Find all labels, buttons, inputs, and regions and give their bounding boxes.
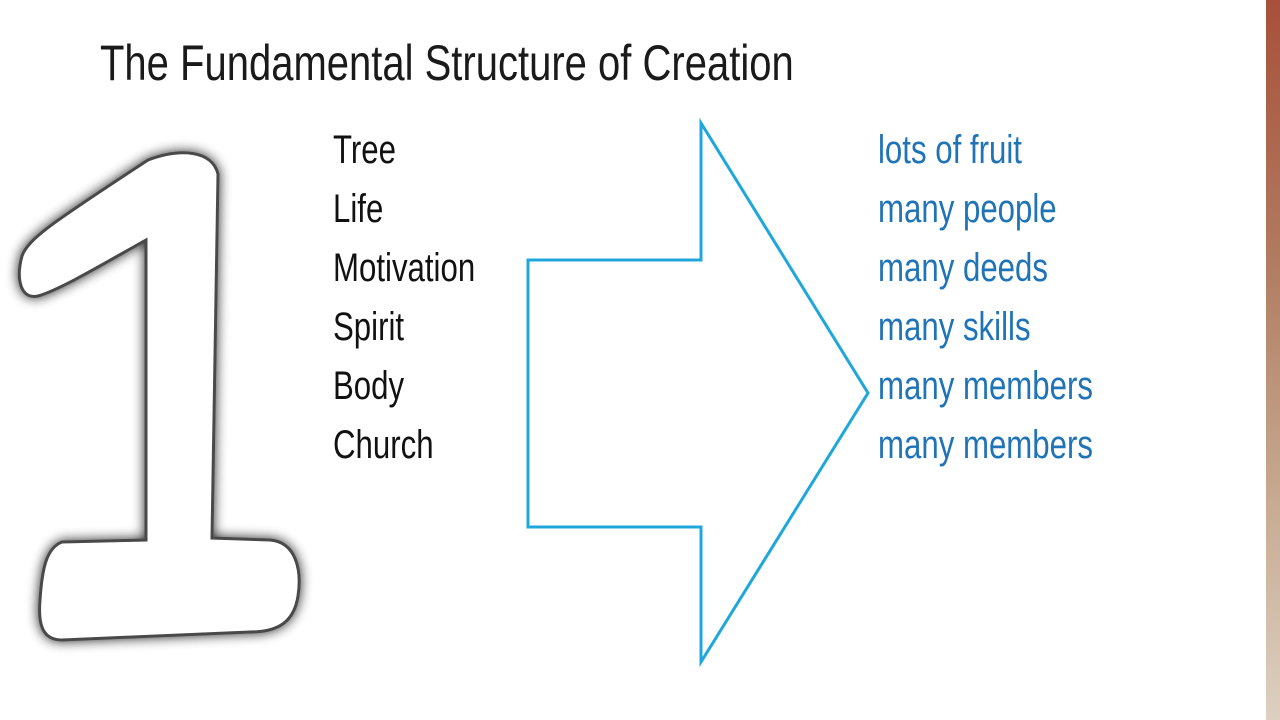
- subject-item-tree: Tree: [333, 128, 396, 172]
- subject-item-motivation: Motivation: [333, 246, 476, 290]
- subject-item-church: Church: [333, 423, 434, 467]
- result-item-many-skills: many skills: [878, 305, 1031, 349]
- subject-item-body: Body: [333, 364, 405, 408]
- result-item-many-members-2: many members: [878, 423, 1093, 467]
- subject-list: Tree Life Motivation Spirit Body Church: [333, 121, 515, 475]
- result-list: lots of fruit many people many deeds man…: [878, 121, 1154, 475]
- subject-item-spirit: Spirit: [333, 305, 405, 349]
- result-item-lots-of-fruit: lots of fruit: [878, 128, 1022, 172]
- result-item-many-deeds: many deeds: [878, 246, 1048, 290]
- subject-item-life: Life: [333, 187, 384, 231]
- result-item-many-members: many members: [878, 364, 1093, 408]
- number-one-graphic: [17, 151, 301, 642]
- side-accent-bar: [1266, 0, 1280, 720]
- result-item-many-people: many people: [878, 187, 1057, 231]
- slide-title: The Fundamental Structure of Creation: [100, 35, 794, 91]
